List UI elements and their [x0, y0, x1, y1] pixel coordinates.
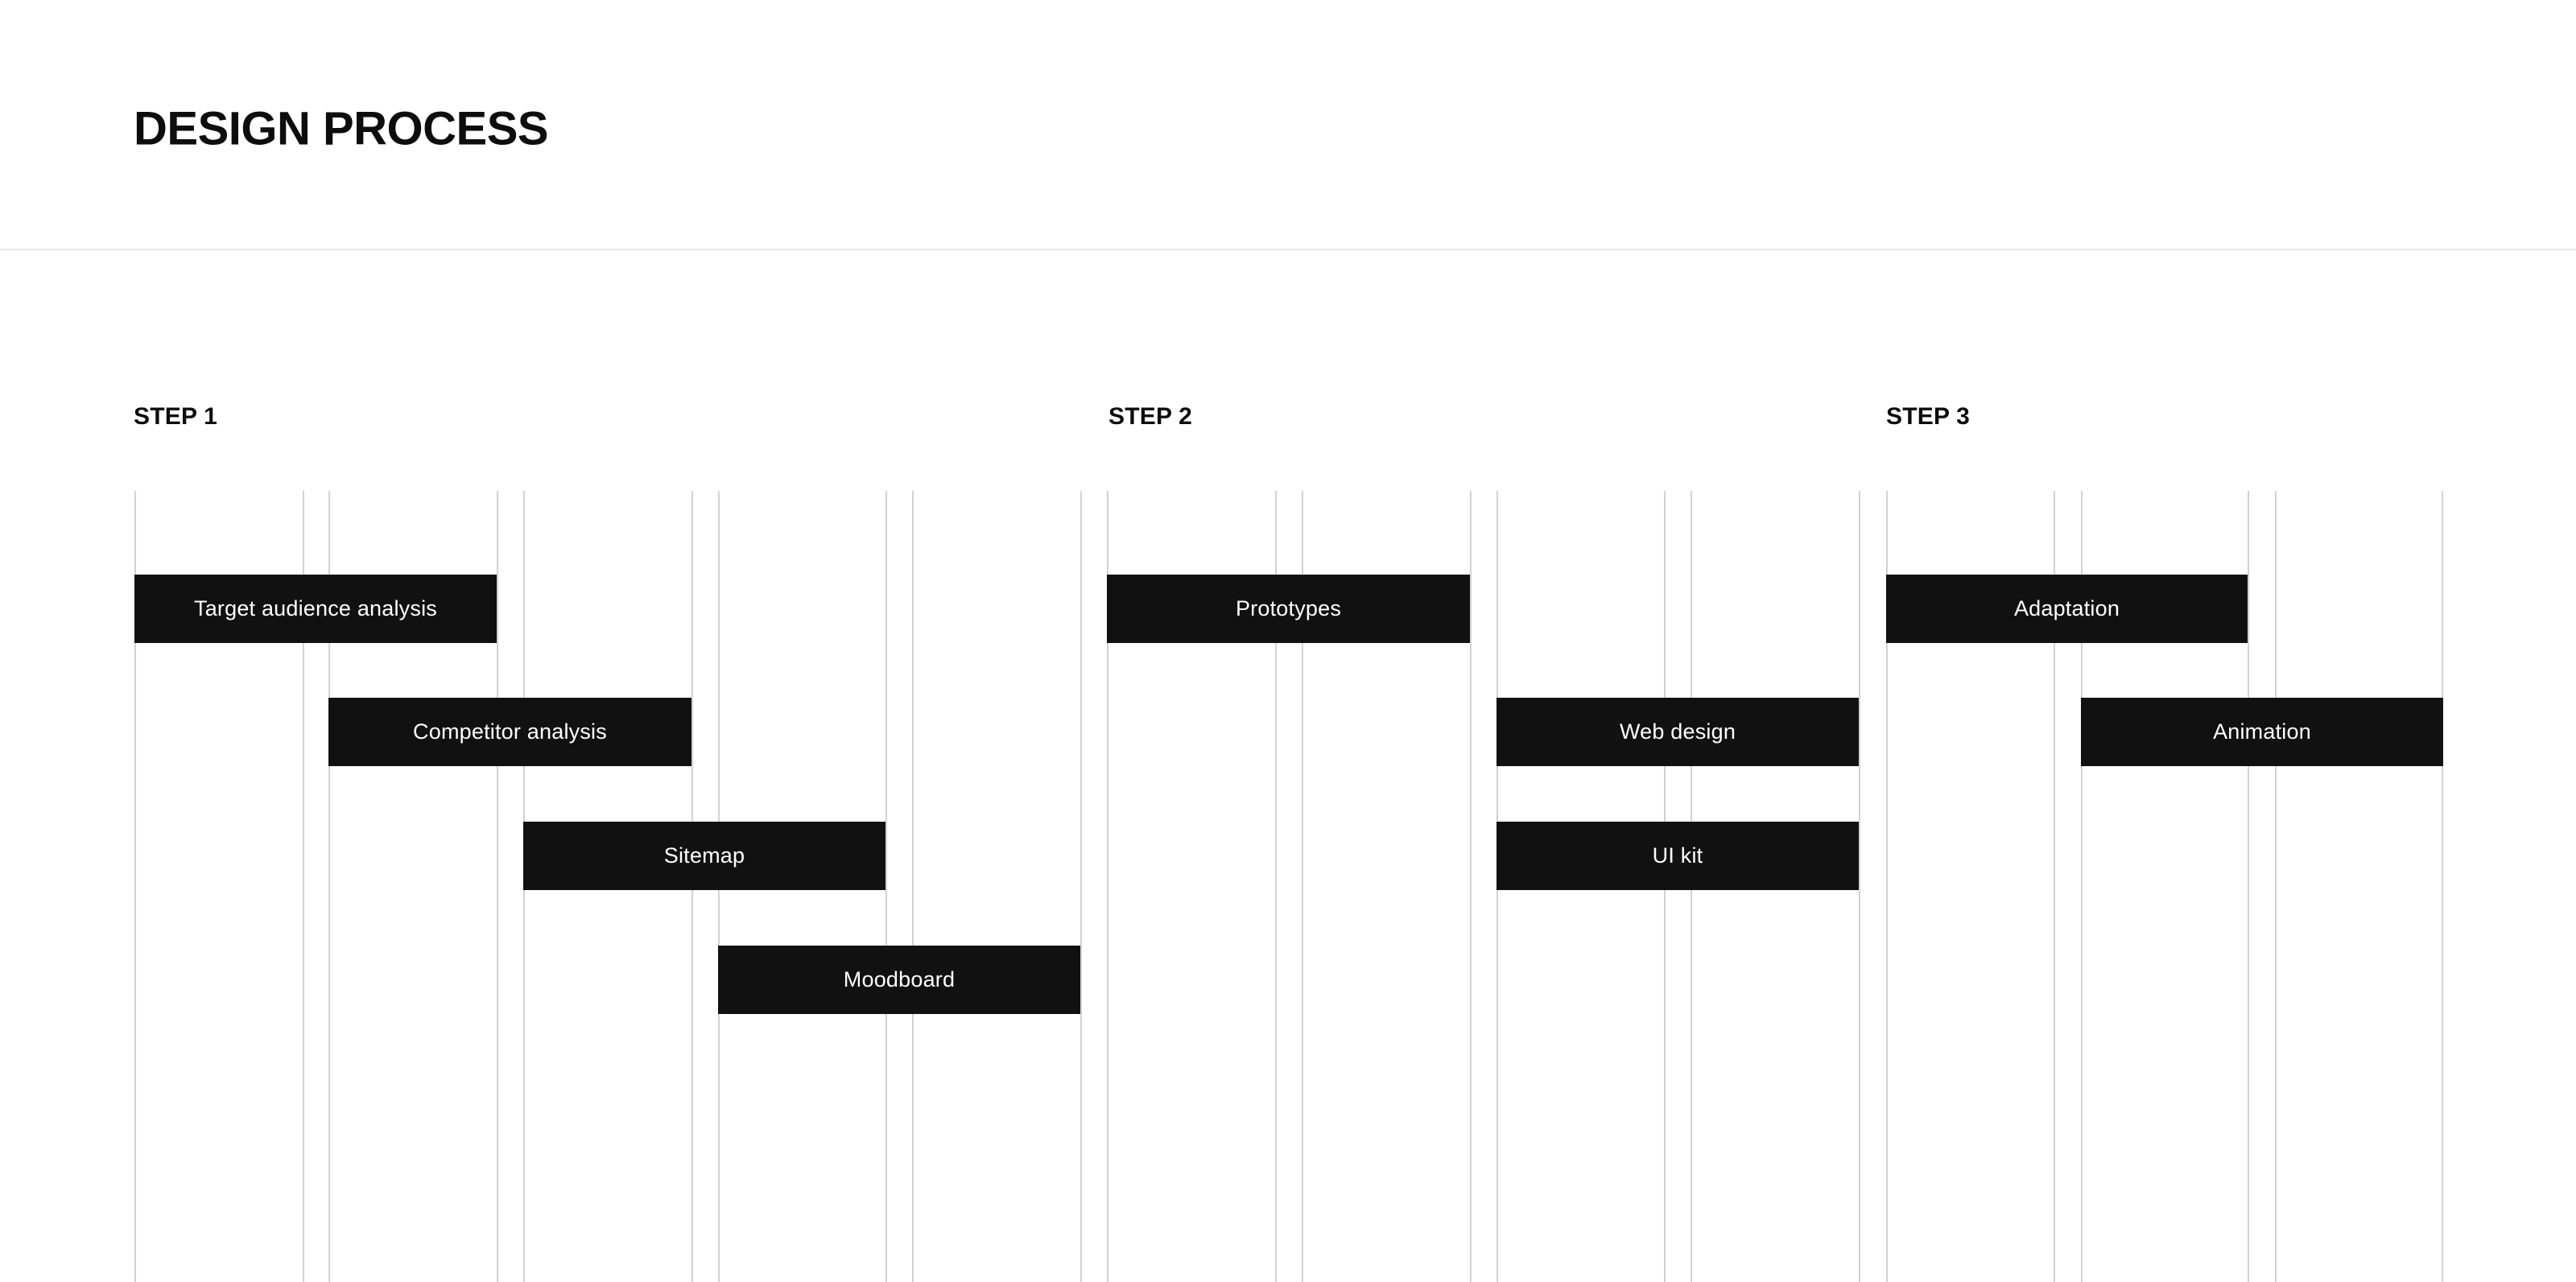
task-bar-label: Target audience analysis [194, 596, 437, 620]
gridline [497, 491, 498, 1282]
task-bar-label: Web design [1619, 719, 1736, 744]
gridline [1107, 491, 1108, 1282]
task-bar[interactable]: UI kit [1496, 822, 1859, 890]
gridline [2275, 491, 2277, 1282]
gridline [886, 491, 887, 1282]
task-bar[interactable]: Moodboard [718, 946, 1080, 1014]
gridline [1470, 491, 1472, 1282]
task-bar-label: Animation [2213, 719, 2311, 744]
gridline [2442, 491, 2443, 1282]
task-bar-label: Sitemap [663, 843, 745, 868]
task-bar[interactable]: Adaptation [1886, 575, 2248, 643]
task-bar-label: Prototypes [1235, 596, 1342, 620]
gridline [1302, 491, 1303, 1282]
page-title: DESIGN PROCESS [134, 102, 549, 155]
step-label-step-2: STEP 2 [1108, 403, 1193, 430]
task-bar[interactable]: Sitemap [523, 822, 886, 890]
gridline [1275, 491, 1277, 1282]
step-label-step-1: STEP 1 [134, 403, 218, 430]
task-bar-label: Adaptation [2013, 596, 2120, 620]
step-label-step-3: STEP 3 [1886, 403, 1971, 430]
gridline [912, 491, 914, 1282]
gridline [1886, 491, 1888, 1282]
gridline [134, 491, 136, 1282]
task-bar-label: UI kit [1652, 843, 1703, 868]
gridline [2081, 491, 2083, 1282]
task-bar[interactable]: Web design [1496, 698, 1859, 766]
gridline [328, 491, 330, 1282]
gridline [1859, 491, 1860, 1282]
task-bar[interactable]: Prototypes [1107, 575, 1470, 643]
task-bar[interactable]: Competitor analysis [328, 698, 691, 766]
gantt-chart: STEP 1 STEP 2 STEP 3 Target audience analy… [0, 250, 2576, 1282]
gridline [1080, 491, 1082, 1282]
task-bar-label: Moodboard [843, 967, 956, 991]
gridline [303, 491, 304, 1282]
slide-header: DESIGN PROCESS [0, 0, 2576, 250]
task-bar-label: Competitor analysis [413, 719, 607, 744]
task-bar[interactable]: Animation [2081, 698, 2443, 766]
gridline [2248, 491, 2249, 1282]
gridline [2054, 491, 2055, 1282]
task-bar[interactable]: Target audience analysis [134, 575, 497, 643]
